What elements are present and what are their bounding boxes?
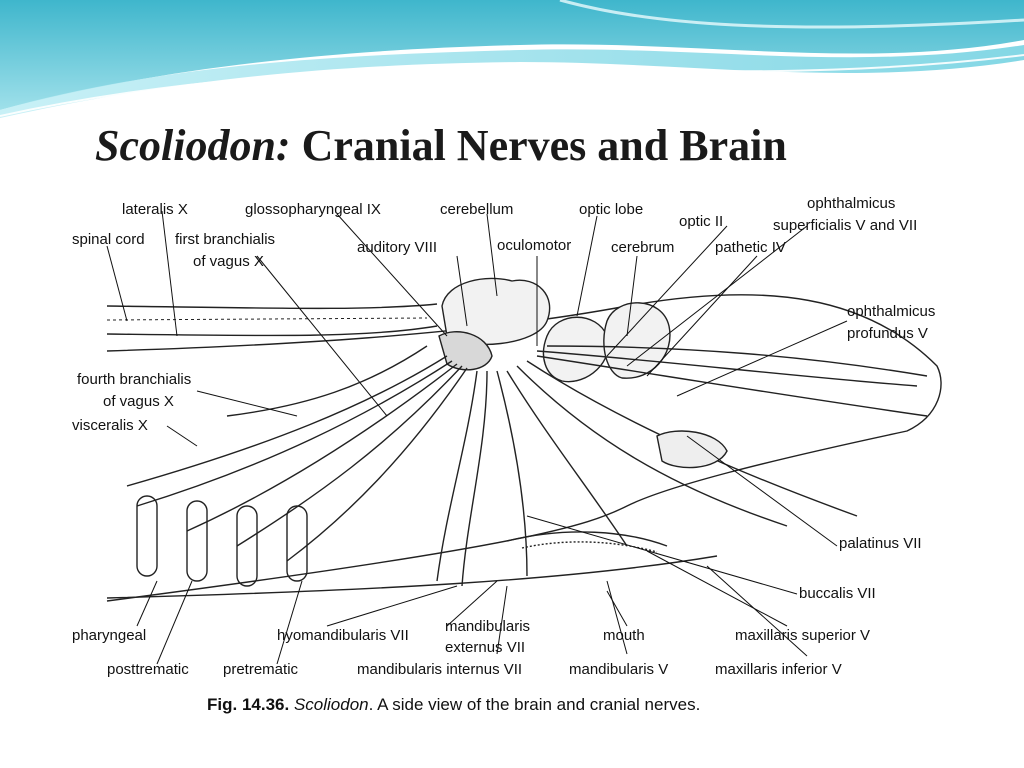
label-oculomotor: oculomotor (497, 237, 571, 254)
label-first-branchialis-2: of vagus X (193, 253, 264, 270)
label-maxillaris-inferior: maxillaris inferior V (715, 661, 842, 678)
caption-genus: Scoliodon (294, 695, 369, 714)
title-rest: Cranial Nerves and Brain (290, 121, 787, 170)
slide-title: Scoliodon: Cranial Nerves and Brain (95, 120, 787, 171)
label-posttrematic: posttrematic (107, 661, 189, 678)
label-mandibularis-internus: mandibularis internus VII (357, 661, 522, 678)
label-mandibularis-externus-1: mandibularis (445, 618, 530, 635)
diagram-drawing (106, 277, 942, 602)
label-mandibularis-externus-2: externus VII (445, 639, 525, 656)
label-first-branchialis-1: first branchialis (175, 231, 275, 248)
label-ophthalmicus-superficialis-1: ophthalmicus (807, 195, 895, 212)
label-auditory: auditory VIII (357, 239, 437, 256)
label-optic-lobe: optic lobe (579, 201, 643, 218)
label-pathetic: pathetic IV (715, 239, 786, 256)
caption-figure-number: Fig. 14.36. (207, 695, 289, 714)
label-hyomandibularis: hyomandibularis VII (277, 627, 409, 644)
label-lateralis: lateralis X (122, 201, 188, 218)
label-mandibularis-v: mandibularis V (569, 661, 668, 678)
label-visceralis: visceralis X (72, 417, 148, 434)
label-glossopharyngeal: glossopharyngeal IX (245, 201, 381, 218)
header-wave-decoration (0, 0, 1024, 118)
label-ophthalmicus-profundus-2: profundus V (847, 325, 928, 342)
caption-text: . A side view of the brain and cranial n… (369, 695, 701, 714)
label-spinal-cord: spinal cord (72, 231, 145, 248)
label-maxillaris-superior: maxillaris superior V (735, 627, 870, 644)
title-genus: Scoliodon: (95, 121, 291, 170)
label-pretrematic: pretrematic (223, 661, 299, 678)
label-mouth: mouth (603, 627, 645, 644)
nerve-diagram-figure: lateralis X glossopharyngeal IX cerebell… (67, 186, 967, 726)
label-buccalis: buccalis VII (799, 585, 876, 602)
nerve-diagram: lateralis X glossopharyngeal IX cerebell… (72, 195, 942, 714)
label-palatinus: palatinus VII (839, 535, 922, 552)
label-fourth-branchialis-2: of vagus X (103, 393, 174, 410)
label-cerebrum: cerebrum (611, 239, 674, 256)
label-optic: optic II (679, 213, 723, 230)
label-fourth-branchialis-1: fourth branchialis (77, 371, 191, 388)
leader-lines (106, 210, 848, 665)
diagram-labels: lateralis X glossopharyngeal IX cerebell… (72, 195, 935, 678)
figure-caption: Fig. 14.36. Scoliodon. A side view of th… (207, 695, 700, 714)
label-ophthalmicus-profundus-1: ophthalmicus (847, 303, 935, 320)
label-pharyngeal: pharyngeal (72, 627, 146, 644)
label-cerebellum: cerebellum (440, 201, 513, 218)
label-ophthalmicus-superficialis-2: superficialis V and VII (773, 217, 917, 234)
